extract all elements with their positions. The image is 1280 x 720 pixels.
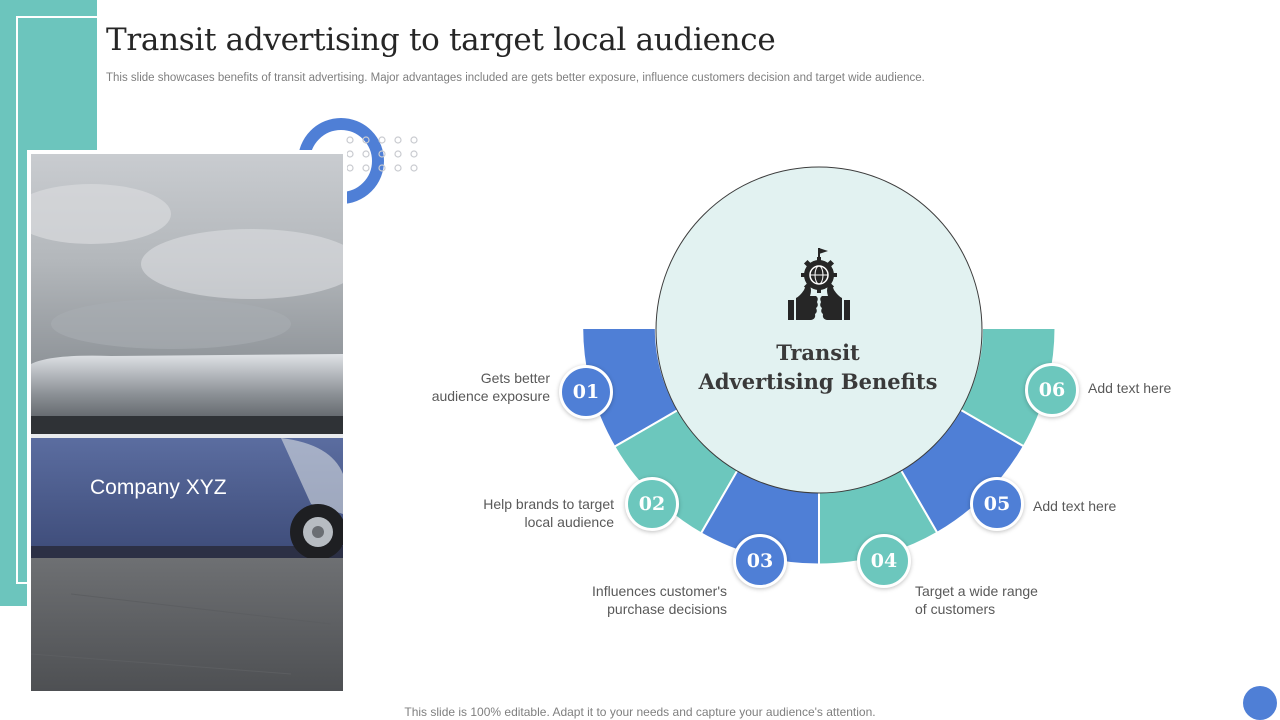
- badge-03: 03: [733, 534, 787, 588]
- label-02-line2: local audience: [524, 514, 614, 530]
- label-05-line1: Add text here: [1033, 498, 1117, 514]
- label-02-line1: Help brands to target: [483, 496, 614, 512]
- label-03-line1: Influences customer's: [592, 583, 727, 599]
- label-06: Add text here: [1088, 379, 1228, 397]
- slide-title: Transit advertising to target local audi…: [106, 22, 776, 58]
- center-title-line2: Advertising Benefits: [698, 369, 938, 394]
- thumbs-up-globe-gear-icon: [788, 248, 850, 320]
- slide-subtitle: This slide showcases benefits of transit…: [106, 72, 925, 84]
- label-02: Help brands to target local audience: [444, 495, 614, 531]
- label-03-line2: purchase decisions: [607, 601, 727, 617]
- badge-02: 02: [625, 477, 679, 531]
- corner-dot: [1243, 686, 1277, 720]
- benefits-wheel: [581, 166, 1057, 566]
- label-01: Gets better audience exposure: [400, 369, 550, 405]
- label-06-line1: Add text here: [1088, 380, 1172, 396]
- label-05: Add text here: [1033, 497, 1173, 515]
- bus-photo: [31, 154, 343, 691]
- label-03: Influences customer's purchase decisions: [557, 582, 727, 618]
- label-04-line2: of customers: [915, 601, 996, 617]
- center-title-line1: Transit: [776, 340, 860, 365]
- label-01-line1: Gets better: [480, 370, 550, 386]
- badge-01: 01: [559, 365, 613, 419]
- badge-05: 05: [970, 477, 1024, 531]
- company-label: Company XYZ: [90, 476, 227, 499]
- center-circle: [655, 166, 983, 494]
- badge-04: 04: [857, 534, 911, 588]
- badge-06: 06: [1025, 363, 1079, 417]
- label-01-line2: audience exposure: [431, 388, 550, 404]
- label-04-line1: Target a wide range: [915, 583, 1038, 599]
- label-04: Target a wide range of customers: [915, 582, 1085, 618]
- center-title: Transit Advertising Benefits: [668, 338, 968, 396]
- footer-note: This slide is 100% editable. Adapt it to…: [404, 705, 876, 719]
